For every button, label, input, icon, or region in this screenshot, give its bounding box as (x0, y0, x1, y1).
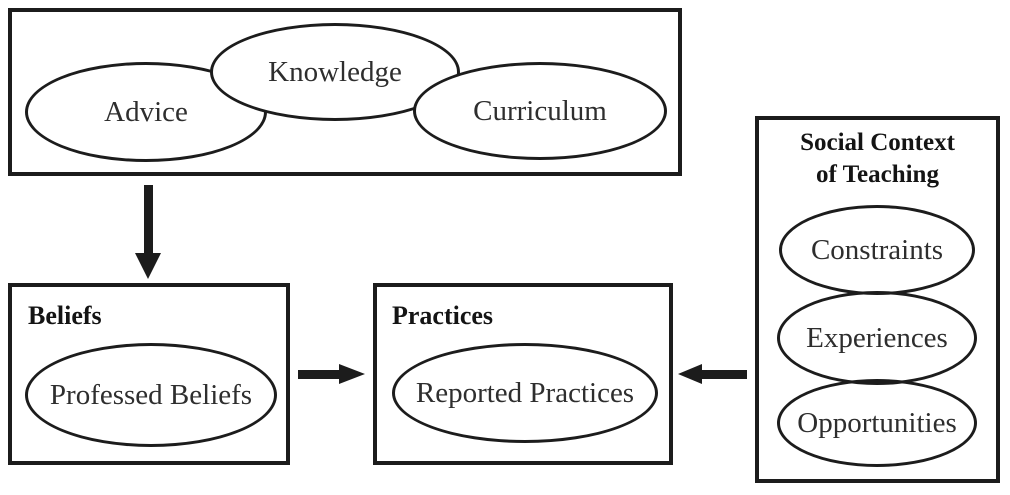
professed-beliefs-label: Professed Beliefs (49, 378, 253, 411)
knowledge-label: Knowledge (268, 55, 402, 88)
professed-beliefs-ellipse: Professed Beliefs (25, 343, 277, 447)
reported-practices-ellipse: Reported Practices (392, 343, 658, 443)
constraints-ellipse: Constraints (779, 205, 975, 295)
social-context-title-line1: Social Context (800, 129, 955, 156)
knowledge-ellipse: Knowledge (210, 23, 460, 121)
curriculum-ellipse: Curriculum (413, 62, 667, 160)
opportunities-ellipse: Opportunities (777, 379, 977, 467)
experiences-ellipse: Experiences (777, 291, 977, 385)
curriculum-label: Curriculum (473, 94, 607, 127)
opportunities-label: Opportunities (797, 406, 957, 439)
arrow-social-to-practices-head (678, 364, 702, 384)
arrow-sources-to-beliefs-head (135, 253, 161, 279)
beliefs-title: Beliefs (28, 301, 102, 330)
reported-practices-label: Reported Practices (415, 376, 635, 409)
practices-title: Practices (392, 301, 494, 330)
experiences-label: Experiences (806, 321, 948, 354)
advice-label: Advice (104, 95, 188, 128)
social-context-title: Social Context of Teaching (755, 127, 1000, 191)
constraints-label: Constraints (810, 233, 944, 266)
arrow-social-to-practices-shaft (700, 370, 747, 379)
social-context-title-line2: of Teaching (816, 161, 939, 188)
arrow-sources-to-beliefs-shaft (144, 185, 153, 255)
arrow-beliefs-to-practices-head (339, 364, 365, 384)
arrow-beliefs-to-practices-shaft (298, 370, 340, 379)
